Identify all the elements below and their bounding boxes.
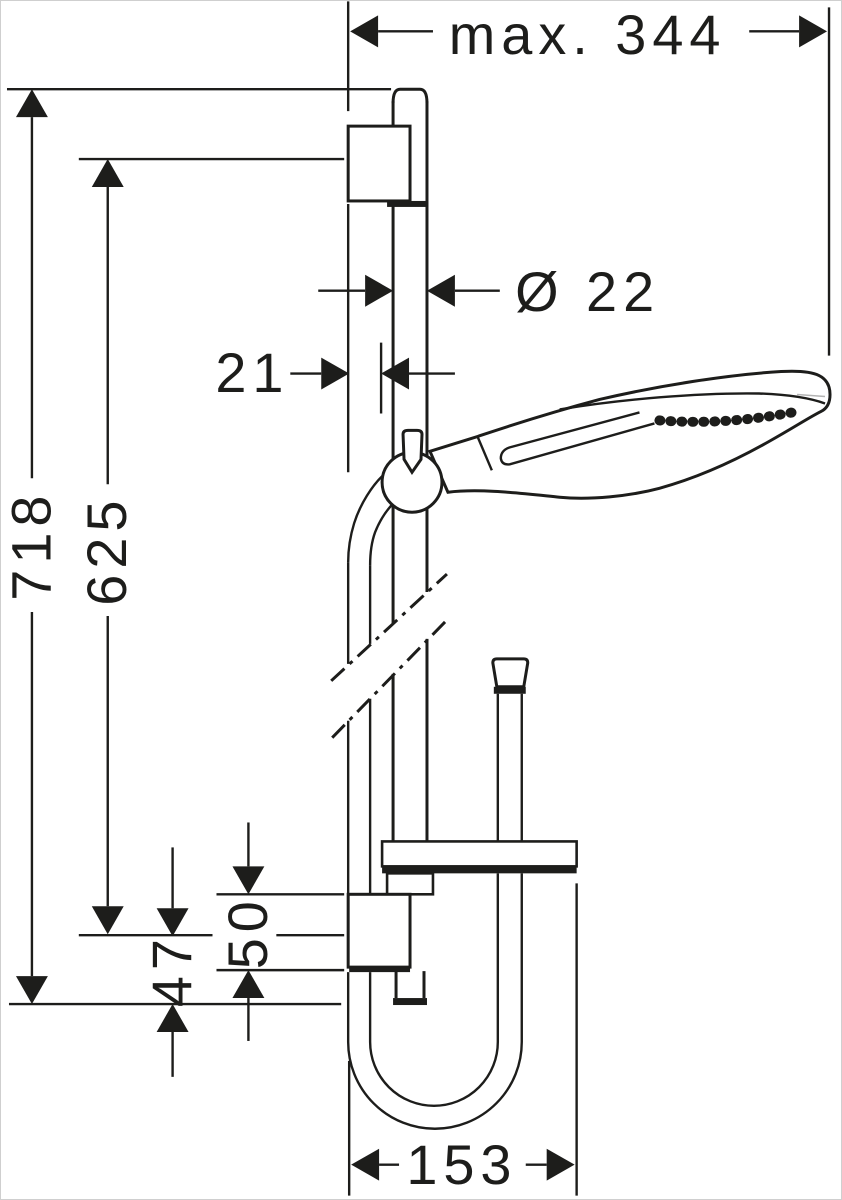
dimension-label-lower-offset: 47	[140, 933, 203, 1007]
dimension-label-overall-height: 718	[1, 490, 62, 601]
dimension-label-base-depth: 153	[406, 1133, 517, 1196]
dimension-holder-height: 50	[216, 822, 345, 1041]
dimension-label-max-width: max. 344	[449, 3, 727, 66]
dimension-label-holder-height: 50	[216, 895, 279, 969]
dimension-lower-offset: 47	[140, 847, 203, 1077]
dimension-overall-height: 718	[1, 88, 392, 1006]
hand-shower-body	[427, 369, 832, 500]
lower-wall-bracket	[346, 892, 412, 973]
dimension-holder-distance: 625	[75, 157, 345, 937]
upper-wall-bracket	[346, 124, 427, 207]
spray-face-edge	[559, 392, 826, 411]
dimension-rail-diameter: Ø 22	[318, 260, 660, 323]
handle-panel	[499, 411, 655, 466]
slider-holder	[380, 428, 444, 514]
soap-dish-collar	[385, 872, 435, 896]
rail-end-cap	[393, 998, 427, 1006]
soap-dish-tray	[380, 840, 578, 868]
break-marks	[330, 572, 451, 739]
dimension-max-width: max. 344	[350, 3, 831, 356]
dimension-label-holder-distance: 625	[75, 495, 138, 606]
hose-connector-nut	[491, 657, 530, 694]
handle-joint-line	[476, 436, 493, 471]
dimension-wall-clearance: 21	[215, 341, 455, 414]
soap-dish	[380, 840, 578, 896]
dimension-label-wall-clearance: 21	[215, 341, 289, 404]
dimension-label-rail-diameter: Ø 22	[515, 260, 660, 323]
shower-hose	[346, 473, 523, 1130]
dimension-base-depth: 153	[347, 883, 578, 1196]
slider-lever	[401, 428, 424, 476]
hand-shower	[427, 369, 832, 500]
spray-nozzles	[654, 407, 798, 427]
